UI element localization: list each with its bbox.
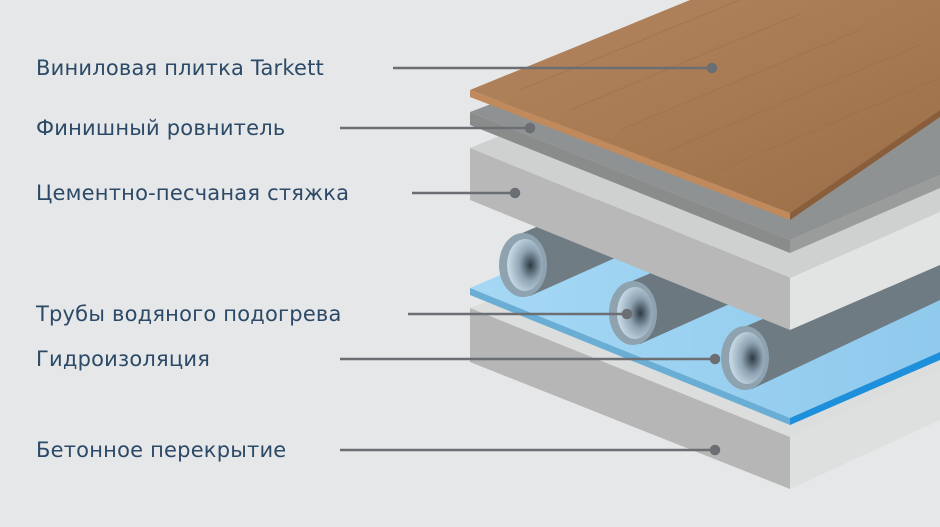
leader-dot	[709, 353, 721, 365]
label-heating-pipes: Трубы водяного подогрева	[36, 302, 342, 326]
label-waterproofing: Гидроизоляция	[36, 347, 211, 371]
leader-dot	[621, 308, 633, 320]
leader-dot	[706, 62, 718, 74]
vinyl-tile-tarkett	[470, 0, 940, 220]
label-concrete-slab: Бетонное перекрытие	[36, 438, 287, 462]
leader-dot	[524, 122, 536, 134]
leader-dot	[709, 444, 721, 456]
label-cement-screed: Цементно-песчаная стяжка	[36, 181, 350, 205]
label-vinyl-tile: Виниловая плитка Tarkett	[36, 56, 324, 80]
label-finishing-leveler: Финишный ровнитель	[36, 116, 286, 140]
leader-dot	[509, 187, 521, 199]
